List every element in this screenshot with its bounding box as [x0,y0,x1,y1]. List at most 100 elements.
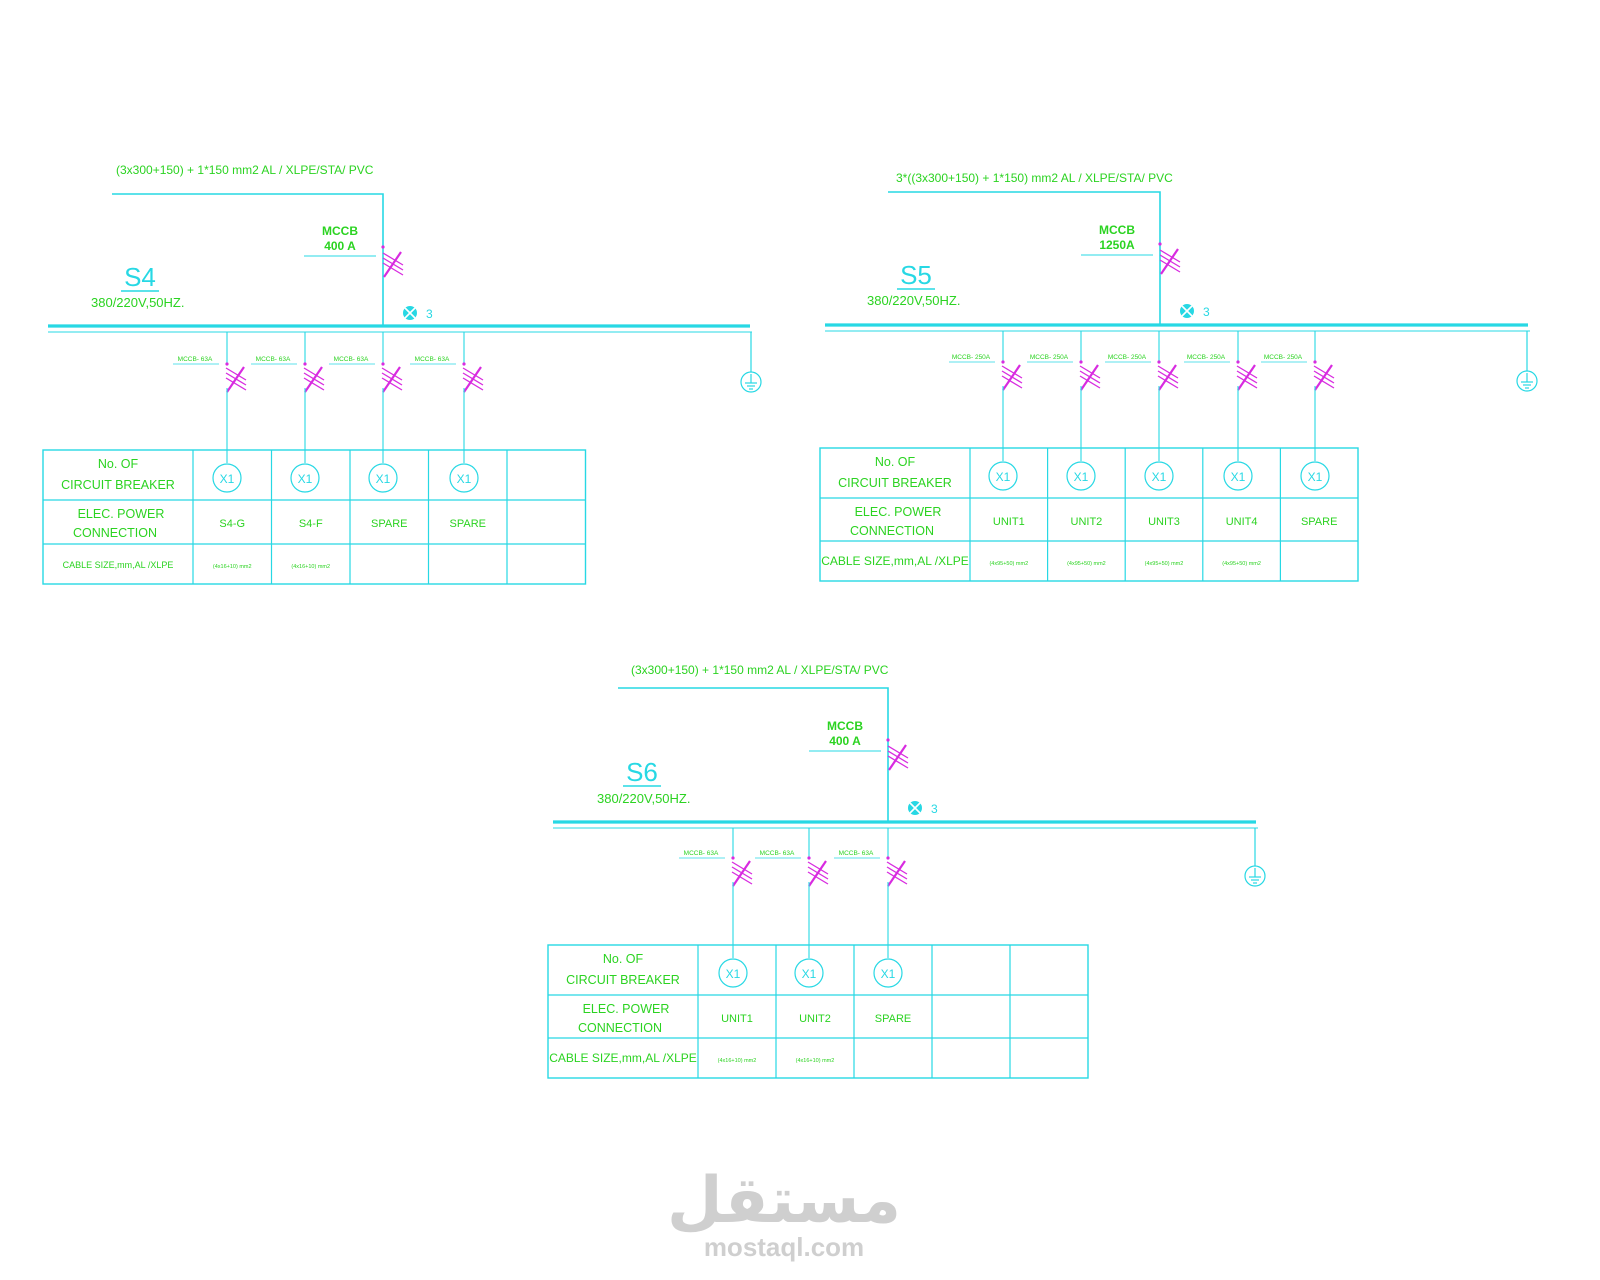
breaker-tick [1313,375,1335,389]
breaker-slash [1237,364,1256,391]
feeder-cable-label: (3x300+150) + 1*150 mm2 AL / XLPE/STA/ P… [116,163,374,177]
main-mccb-rating: 400 A [829,734,861,748]
supply-rating: 380/220V,50HZ. [597,791,690,806]
breaker-count-circle [718,958,748,988]
incoming-feeder-line [888,191,1161,325]
breaker-count-circle [212,463,242,493]
table-border [42,449,587,585]
breaker-slash [732,860,751,887]
breaker-tick [225,367,247,381]
main-mccb-rating: 1250A [1099,238,1135,252]
phase-indicator-icon [1180,304,1194,318]
branch-breaker-symbol-icon [1313,364,1335,391]
breaker-tick [462,372,484,386]
breaker-contact [462,362,466,366]
panel-name: S4 [124,262,156,292]
breaker-tick [1159,254,1181,268]
branch-breaker-symbol-icon [381,366,403,393]
branch-mccb-label: MCCB- 63A [334,356,369,363]
branch-breaker-symbol-icon [886,860,908,887]
phase-indicator-icon [403,306,417,320]
connection-value: UNIT3 [1148,516,1180,528]
row-header-connection-line1: ELEC. POWER [855,505,942,519]
branch-mccb-label: MCCB- 250A [1187,354,1226,361]
breaker-count: X1 [1152,470,1167,484]
table-border [547,944,1089,1079]
breaker-tick [1236,370,1258,384]
row-header-breaker-line1: No. OF [98,457,139,471]
breaker-count-circle [988,461,1018,491]
row-header-breaker-line2: CIRCUIT BREAKER [838,476,952,490]
row-header-connection-line2: CONNECTION [578,1021,662,1035]
earth-ring [740,371,762,393]
breaker-count-circle [1144,461,1174,491]
breaker-tick [1236,365,1258,379]
cable-size-value: (4x16+10) mm2 [796,1058,835,1064]
breaker-tick [382,257,404,271]
panel-name: S6 [626,757,658,787]
incoming-feeder-line [618,687,889,822]
breaker-contact [886,856,890,860]
branch-mccb-label: MCCB- 250A [952,354,991,361]
earth-symbol-icon [1244,865,1266,887]
branch-breaker-symbol-icon [1236,364,1258,391]
breaker-count-circle [794,958,824,988]
breaker-tick [1313,370,1335,384]
main-mccb-label: MCCB [322,224,358,238]
breaker-tick [1236,375,1258,389]
cable-size-value: (4x95+50) mm2 [1067,561,1106,567]
breaker-tick [382,262,404,276]
branch-breaker-symbol-icon [1001,364,1023,391]
supply-rating: 380/220V,50HZ. [91,295,184,310]
phase-cross [909,802,921,814]
connection-value: S4-F [299,518,323,530]
breaker-tick [1079,370,1101,384]
branch-mccb-label: MCCB- 63A [839,850,874,857]
breaker-slash [304,366,323,393]
breaker-tick [303,377,325,391]
connection-value: S4-G [219,518,245,530]
earth-symbol-icon [1516,370,1538,392]
breaker-contact [1001,360,1005,364]
earth-ring [1244,865,1266,887]
breaker-tick [887,750,909,764]
row-header-breaker-line1: No. OF [603,952,644,966]
branch-mccb-label: MCCB- 63A [178,356,213,363]
breaker-count: X1 [1231,470,1246,484]
breaker-count: X1 [457,472,472,486]
breaker-contact [1157,360,1161,364]
phase-count: 3 [931,802,938,816]
breaker-slash [808,860,827,887]
connection-value: SPARE [371,518,407,530]
breaker-tick [886,861,908,875]
breaker-tick [1313,365,1335,379]
breaker-contact [1313,360,1317,364]
breaker-tick [462,367,484,381]
breaker-slash [463,366,482,393]
breaker-count: X1 [726,967,741,981]
phase-cross [404,307,416,319]
breaker-tick [1159,259,1181,273]
breaker-tick [382,252,404,266]
breaker-count-circle [873,958,903,988]
breaker-count: X1 [298,472,313,486]
connection-value: SPARE [450,518,486,530]
breaker-count: X1 [220,472,235,486]
branch-mccb-label: MCCB- 63A [684,850,719,857]
breaker-contact [1158,242,1162,246]
connection-value: UNIT4 [1226,516,1258,528]
branch-mccb-label: MCCB- 250A [1108,354,1147,361]
incoming-feeder-line [112,193,384,326]
breaker-slash [382,366,401,393]
breaker-tick [1157,370,1179,384]
breaker-tick [886,871,908,885]
breaker-contact [225,362,229,366]
connection-value: SPARE [1301,516,1337,528]
